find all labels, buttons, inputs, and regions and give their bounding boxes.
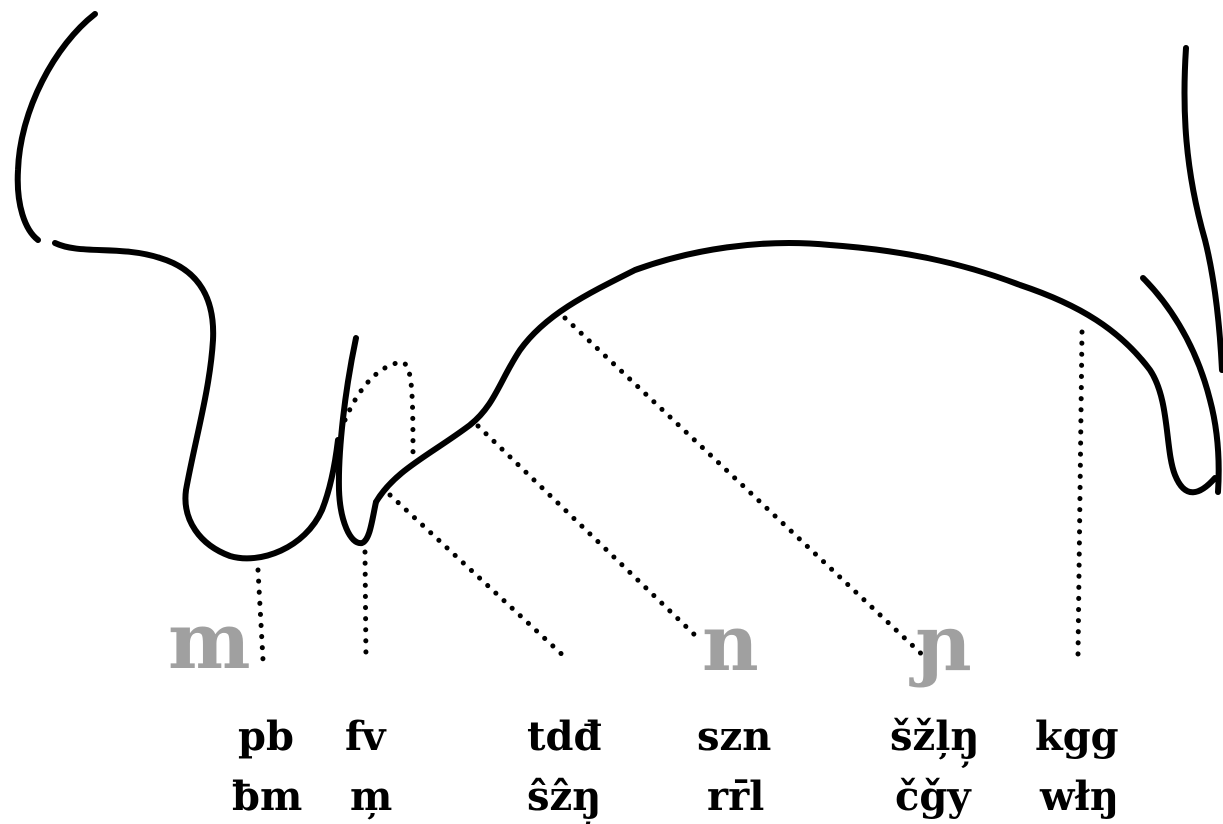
- velar-row2-label: włŋ: [1039, 773, 1119, 820]
- labiodental-curve-guide: [342, 359, 416, 458]
- upper-incisor-outline: [335, 335, 379, 546]
- palate-outline: [52, 240, 341, 562]
- dental-guide: [387, 492, 571, 663]
- alveolar-row1-label: szn: [697, 713, 771, 760]
- labiodental-row2-label: m̦: [350, 773, 392, 820]
- nose-outline: [14, 11, 98, 243]
- tongue-palate-outline: [373, 239, 1218, 505]
- velar-guide: [1075, 329, 1085, 658]
- nasal-label-alveolar: n: [702, 598, 759, 689]
- bilabial-row2-label: ƀm: [232, 773, 302, 820]
- pharynx-outline: [1140, 275, 1222, 495]
- palatal-row2-label: čǧy: [895, 773, 972, 820]
- labiodental-guide: [362, 549, 369, 663]
- velar-row1-label: kgg: [1035, 713, 1119, 760]
- dental-row2-label: ŝẑŋ̦: [527, 773, 601, 824]
- palatal-row1-label: šžl̦ŋ̦: [890, 713, 980, 768]
- dental-row1-label: tdđ: [527, 713, 601, 760]
- alveolar-guide: [475, 423, 703, 643]
- bilabial-row1-label: pb: [238, 713, 294, 760]
- alveolar-row2-label: rr̄l: [707, 773, 764, 820]
- bilabial-guide: [255, 567, 266, 663]
- back-wall-outline: [1181, 45, 1223, 373]
- labiodental-row1-label: fv: [345, 713, 387, 760]
- nasal-label-palatal: ɲ: [909, 598, 972, 689]
- nasal-label-bilabial: m: [168, 596, 251, 687]
